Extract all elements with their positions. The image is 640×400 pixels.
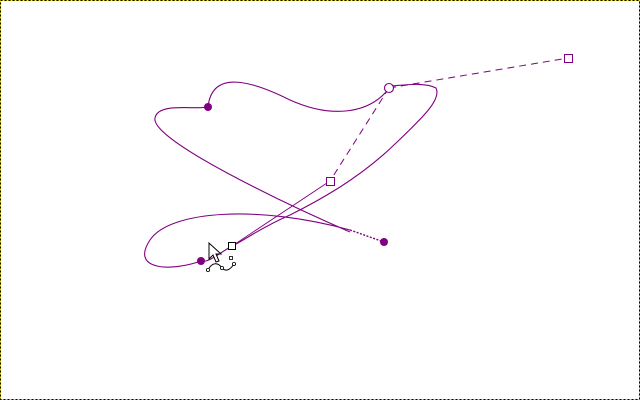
- anchor-filled-top-left[interactable]: [204, 103, 212, 111]
- path-segment-lower-loop[interactable]: [144, 213, 351, 268]
- handle-line-lower: [231, 180, 331, 247]
- path-edit-modifier-icon: [205, 256, 236, 272]
- path-segment-tail[interactable]: [349, 229, 385, 243]
- path-segment-top-arc[interactable]: [207, 81, 387, 112]
- control-handle-middle[interactable]: [326, 177, 335, 186]
- anchor-active-hollow[interactable]: [383, 82, 395, 94]
- handle-line-start-incoming: [329, 87, 390, 182]
- path-segment-upper-loop[interactable]: [154, 106, 351, 233]
- anchor-filled-end[interactable]: [380, 238, 388, 246]
- control-handle-lower[interactable]: [228, 242, 236, 250]
- mouse-cursor-arrow-icon: [208, 241, 223, 263]
- anchor-filled-bottom-left[interactable]: [197, 257, 205, 265]
- bezier-path-curve[interactable]: [142, 82, 437, 270]
- handle-line-start-outgoing: [388, 57, 569, 89]
- control-handle-far-right[interactable]: [564, 54, 573, 63]
- path-segment-right-hook[interactable]: [231, 83, 438, 247]
